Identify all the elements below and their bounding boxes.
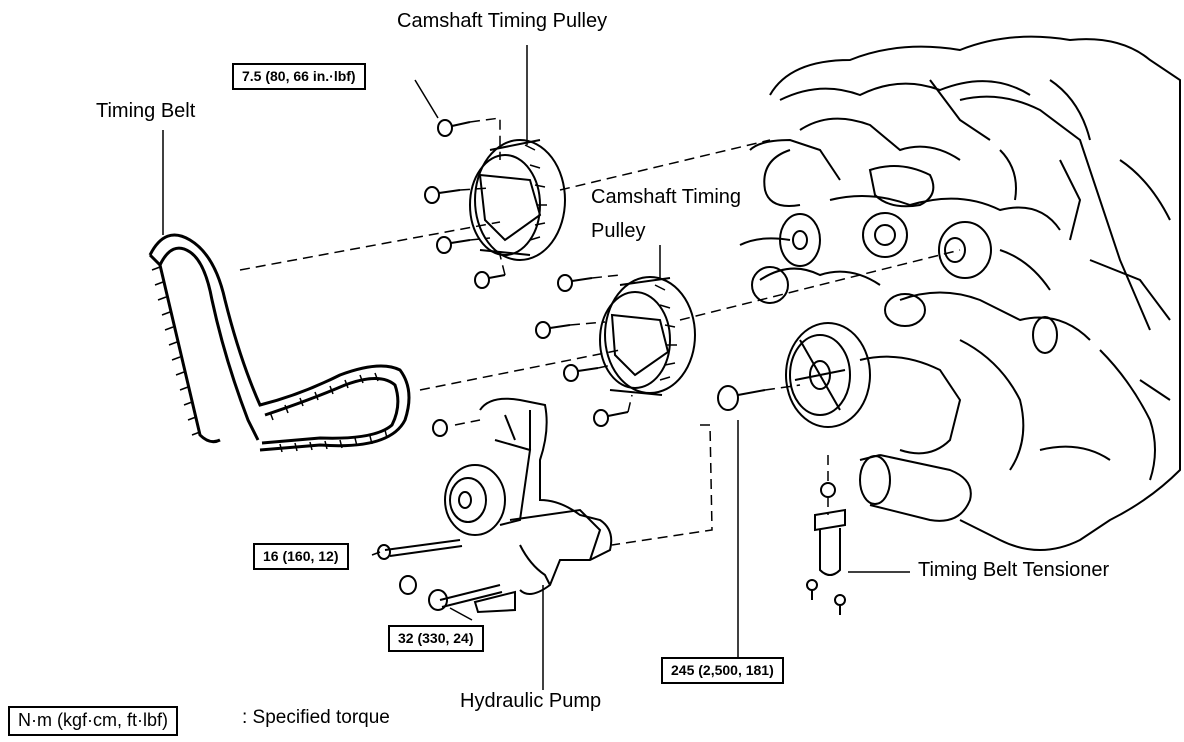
cam-bolts: [424, 119, 766, 437]
torque-cam-bolt: 7.5 (80, 66 in.·lbf): [232, 63, 366, 90]
label-camshaft-timing-pulley-upper: Camshaft Timing Pulley: [397, 10, 608, 32]
label-timing-belt: Timing Belt: [96, 100, 196, 122]
timing-belt-teeth: [151, 266, 388, 453]
label-timing-belt-tensioner: Timing Belt Tensioner: [918, 559, 1110, 581]
hydraulic-pump-assembly: [377, 397, 613, 614]
legend-description: : Specified torque: [242, 707, 390, 728]
engine-block: [739, 35, 1181, 551]
torque-pump-bolt-upper: 16 (160, 12): [253, 543, 349, 570]
torque-crank-bolt: 245 (2,500, 181): [661, 657, 784, 684]
label-camshaft-timing-pulley-lower-line1: Camshaft Timing: [591, 186, 742, 208]
leader-lines: [162, 45, 910, 690]
legend-unit-box: N·m (kgf·cm, ft·lbf): [8, 706, 178, 736]
timing-belt-tensioner: [806, 482, 846, 615]
dashed-guides: [239, 117, 961, 546]
label-hydraulic-pump: Hydraulic Pump: [460, 690, 602, 712]
timing-belt: [148, 233, 411, 452]
upper-camshaft-pulley: [469, 139, 566, 261]
label-camshaft-timing-pulley-lower-line2: Pulley: [591, 220, 646, 242]
torque-pump-bolt-lower: 32 (330, 24): [388, 625, 484, 652]
lower-camshaft-pulley: [599, 276, 696, 396]
